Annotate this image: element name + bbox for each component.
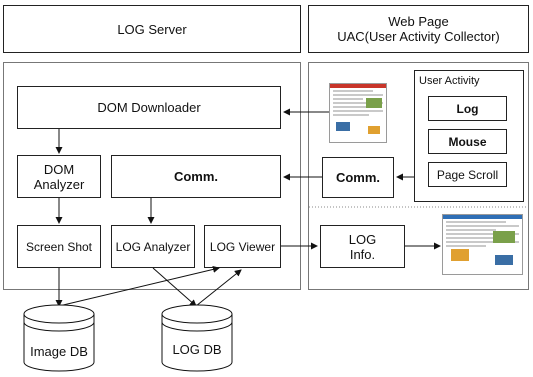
dom-analyzer-label-1: DOM [43, 161, 75, 177]
client-comm-label: Comm. [335, 170, 381, 185]
server-comm-box: Comm. [111, 155, 281, 198]
log-info-label-2: Info. [349, 246, 376, 262]
dom-downloader-box: DOM Downloader [17, 86, 281, 129]
web-page-header: Web Page UAC(User Activity Collector) [308, 5, 529, 53]
activity-log-box: Log [428, 96, 507, 121]
activity-page-scroll-label: Page Scroll [436, 167, 499, 182]
web-page-thumbnail-top [329, 83, 387, 143]
activity-mouse-label: Mouse [448, 134, 487, 149]
log-analyzer-box: LOG Analyzer [111, 225, 195, 268]
log-db-label: LOG DB [172, 342, 222, 357]
client-comm-box: Comm. [322, 157, 394, 198]
log-info-box: LOG Info. [320, 225, 405, 268]
screen-shot-label: Screen Shot [25, 239, 93, 254]
activity-log-label: Log [456, 101, 479, 116]
log-server-header: LOG Server [3, 5, 301, 53]
user-activity-title: User Activity [419, 75, 480, 87]
dom-analyzer-box: DOM Analyzer [17, 155, 101, 198]
web-page-thumbnail-bottom [442, 214, 523, 275]
log-viewer-label: LOG Viewer [209, 239, 276, 254]
uac-title: UAC(User Activity Collector) [337, 29, 500, 44]
image-db-cylinder: Image DB [23, 304, 95, 372]
database-icon [23, 304, 95, 372]
screen-shot-box: Screen Shot [17, 225, 101, 268]
database-icon [161, 304, 233, 372]
activity-page-scroll-box: Page Scroll [428, 162, 507, 187]
dom-analyzer-label-2: Analyzer [33, 176, 85, 192]
log-analyzer-label: LOG Analyzer [115, 239, 191, 254]
log-info-label-1: LOG [348, 231, 377, 247]
log-server-title: LOG Server [117, 21, 187, 37]
dom-downloader-label: DOM Downloader [97, 100, 201, 115]
log-db-cylinder: LOG DB [161, 304, 233, 372]
web-page-title: Web Page [388, 14, 449, 29]
image-db-label: Image DB [30, 344, 88, 359]
activity-mouse-box: Mouse [428, 129, 507, 154]
log-viewer-box: LOG Viewer [204, 225, 281, 268]
server-comm-label: Comm. [173, 169, 219, 184]
